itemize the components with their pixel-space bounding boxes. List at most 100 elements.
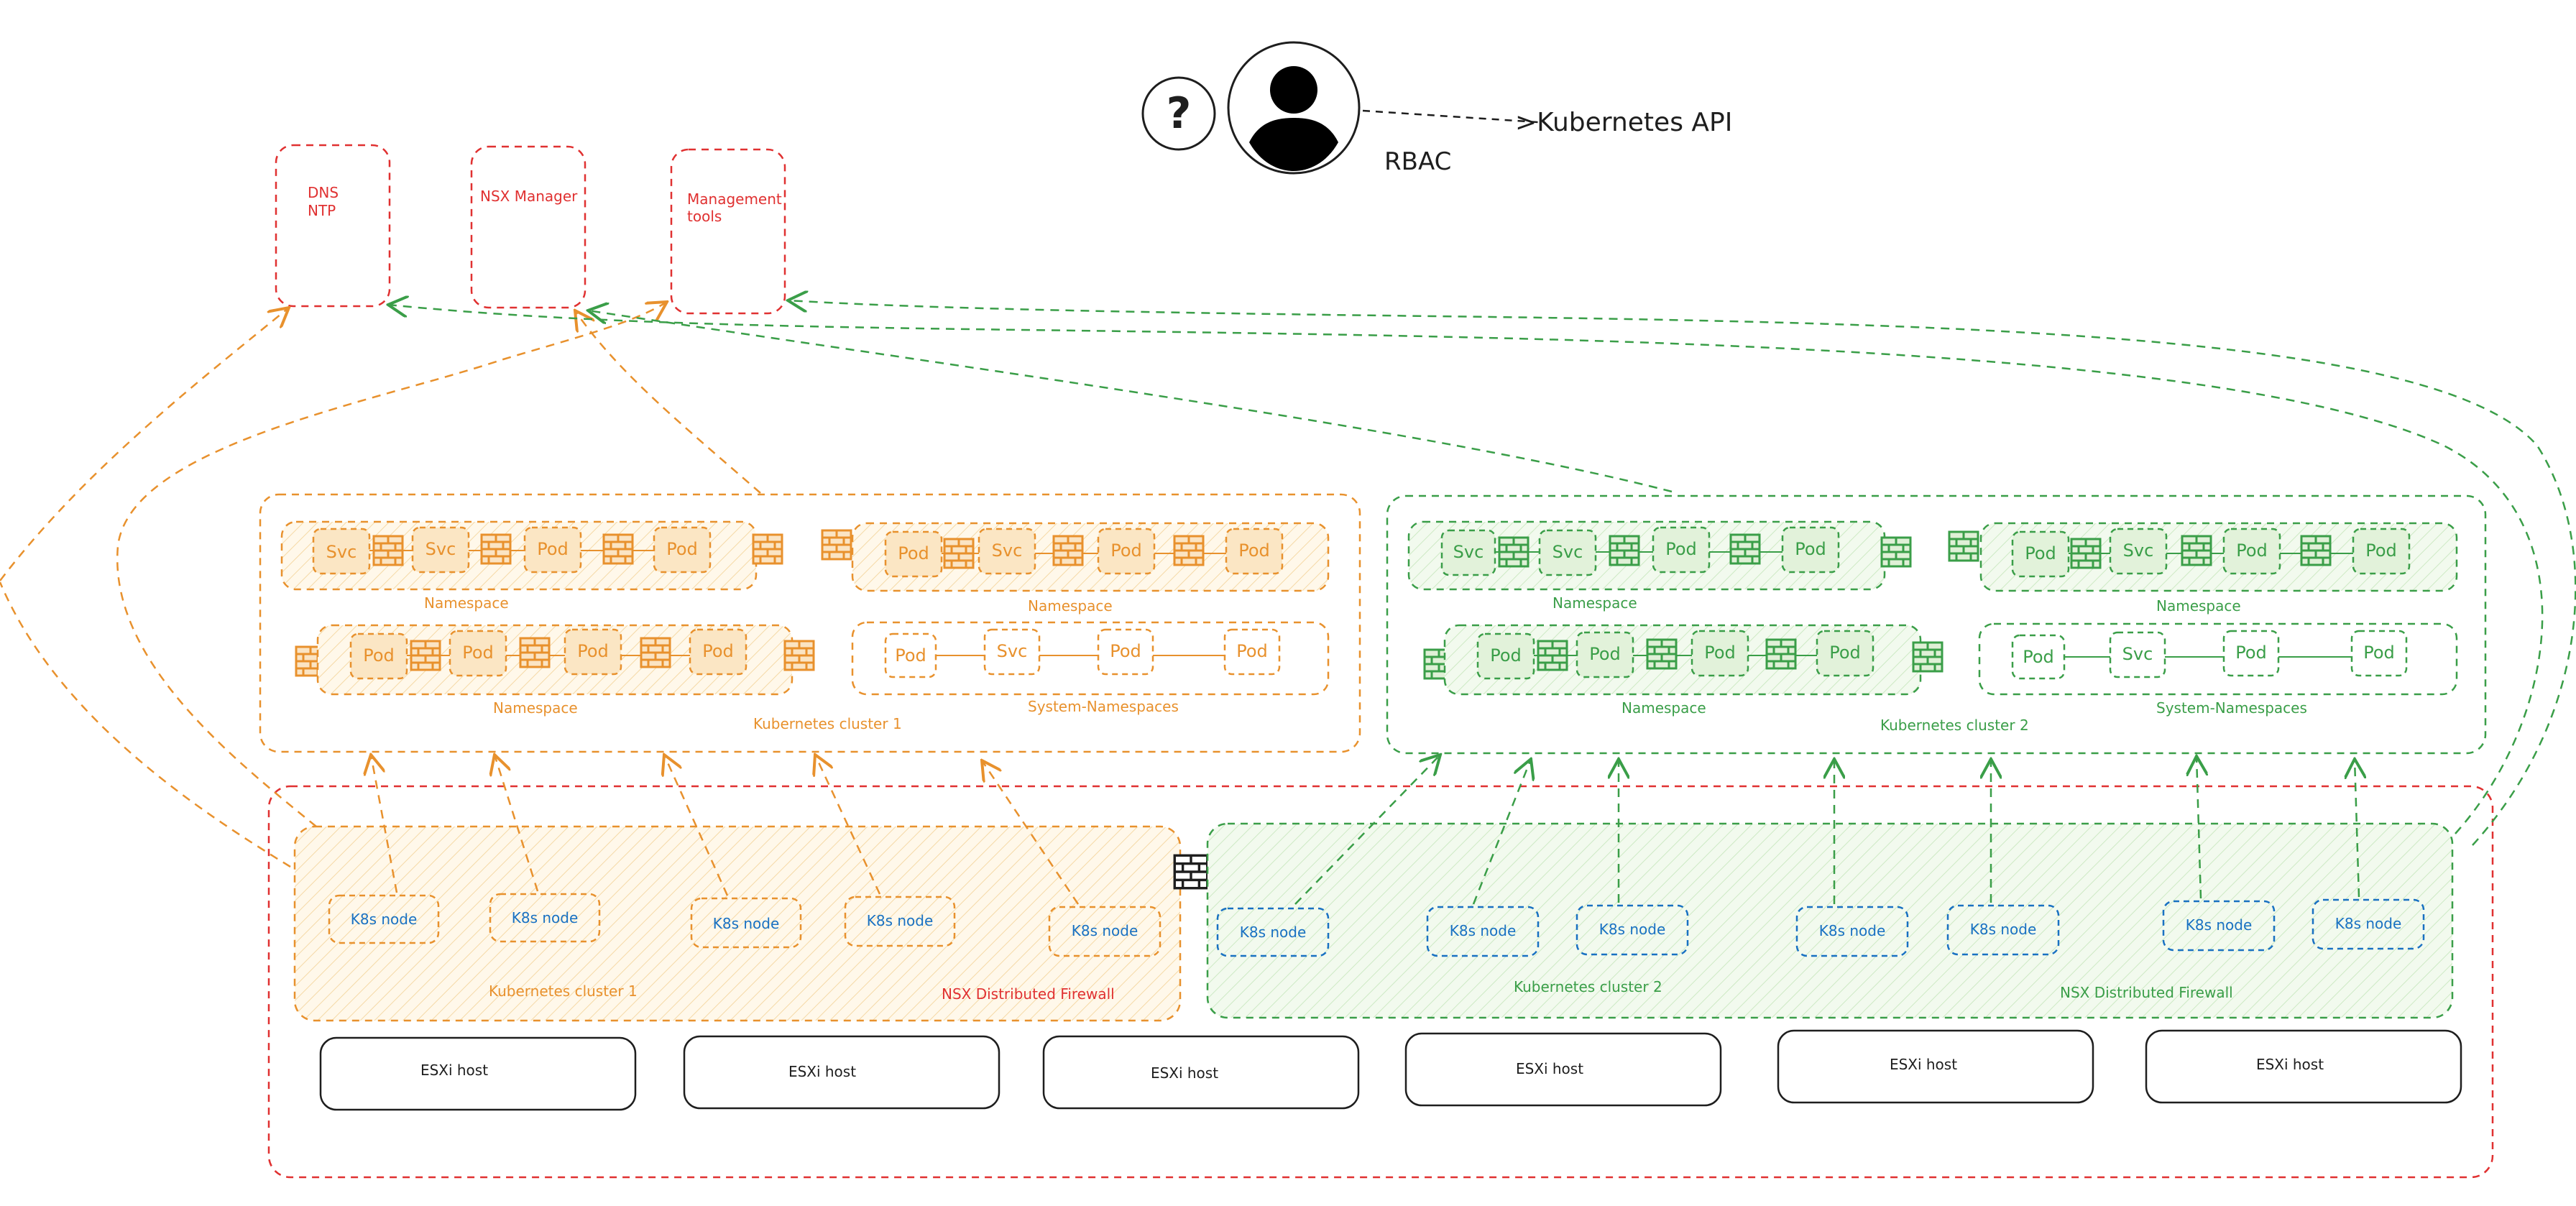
- c2-ns1-svc-2: [1538, 529, 1597, 576]
- c1-ns3-pod-1-label: Pod: [363, 645, 395, 666]
- c1-node-5-label: K8s node: [1072, 922, 1138, 939]
- c1-sys-svc-1-label: Svc: [997, 641, 1028, 661]
- c1-node-3: [690, 897, 802, 949]
- c1-ns3-pod-4: [689, 628, 748, 676]
- unknown-user-circle: [1141, 76, 1216, 151]
- kubernetes-api-label: >Kubernetes API: [1515, 108, 1732, 137]
- c1-node-1-label: K8s node: [351, 911, 418, 928]
- dns-label: DNS: [308, 184, 339, 201]
- c1-ns2-firewall-icon-3: [1173, 535, 1205, 566]
- c1-namespace-3-label: Namespace: [493, 699, 578, 717]
- c2-ns3-pod-2: [1576, 631, 1634, 678]
- c1-sys-pod-3: [1223, 628, 1281, 676]
- zone-2-firewall-label: NSX Distributed Firewall: [2060, 984, 2233, 1001]
- c2-sys-items: Pod Svc Pod Pod: [2011, 630, 2408, 680]
- c1-sys-items: Pod Svc Pod Pod: [884, 628, 1281, 678]
- zone-2-cluster-label: Kubernetes cluster 2: [1514, 978, 1662, 995]
- c2-system-namespaces-label: System-Namespaces: [2156, 699, 2307, 717]
- c1-sys-pod-3-label: Pod: [1236, 641, 1268, 661]
- c2-node-2: [1426, 906, 1540, 957]
- c1-ns1-pod-1-label: Pod: [537, 539, 569, 559]
- c1-ns2-pod-2: [1097, 528, 1156, 575]
- c1-ns3-pod-1: [349, 632, 408, 680]
- c2-ns1-pod-1-label: Pod: [1665, 539, 1697, 559]
- c2-sys-pod-2: [2222, 630, 2280, 677]
- c2-sys-svc-1: [2109, 631, 2166, 678]
- c2-node-6: [2162, 900, 2276, 952]
- api-dashed-connector: [1362, 109, 1539, 124]
- c2-ns1-edge-firewall-icon: [1880, 536, 1912, 568]
- c2-sys-pod-2-label: Pod: [2235, 643, 2267, 663]
- c2-sys-svc-1-label: Svc: [2122, 644, 2153, 664]
- c1-namespace-1-label: Namespace: [424, 594, 509, 612]
- esxi-host-3-label: ESXi host: [1151, 1064, 1218, 1082]
- infrastructure-frame: [267, 785, 2494, 1179]
- kubernetes-cluster-2: Kubernetes cluster 2 Namespace Svc Svc P…: [1386, 494, 2487, 755]
- c1-node-2-label: K8s node: [512, 909, 579, 926]
- c1-system-namespaces-label: System-Namespaces: [1028, 698, 1179, 715]
- c1-ns2-svc-1: [978, 528, 1036, 575]
- c1-ns2-pod-3-label: Pod: [1238, 540, 1270, 561]
- esxi-host-6-label: ESXi host: [2256, 1056, 2324, 1073]
- c2-ns1-firewall-icon-1: [1498, 536, 1530, 568]
- c2-ns1-svc-1-label: Svc: [1453, 542, 1484, 562]
- c1-ns2-firewall-icon-2: [1052, 535, 1084, 566]
- c2-ns1-pod-2: [1781, 526, 1840, 574]
- c1-ns2-items: Pod Svc Pod Pod: [884, 528, 1284, 578]
- c1-node-3-label: K8s node: [713, 915, 780, 932]
- esxi-host-2: [683, 1035, 1000, 1110]
- c1-ns2-svc-1-label: Svc: [992, 540, 1023, 561]
- zone-cluster-2: [1206, 822, 2454, 1019]
- c1-ns3-firewall-icon-3: [640, 637, 671, 668]
- c1-ns1-svc-1: [312, 528, 371, 575]
- c1-ns2-firewall-icon-1: [943, 538, 975, 569]
- ntp-label: NTP: [308, 202, 336, 219]
- nsx-firewall-icon: [1173, 854, 1209, 890]
- c2-ns3-pod-1: [1476, 632, 1535, 680]
- c2-ns1-svc-1: [1440, 529, 1496, 576]
- zone-1-firewall-label: NSX Distributed Firewall: [942, 985, 1115, 1003]
- c2-node-3-label: K8s node: [1599, 921, 1666, 938]
- cluster-2-title: Kubernetes cluster 2: [1880, 717, 2029, 734]
- c2-ns2-pod-1: [2011, 530, 2070, 578]
- c2-ns1-pod-2-label: Pod: [1795, 539, 1826, 559]
- kubernetes-cluster-1: Kubernetes cluster 1 Namespace Svc Svc P…: [259, 493, 1361, 753]
- dns-ntp-box: [275, 144, 391, 308]
- c1-ns1-pod-1: [523, 526, 582, 574]
- c1-ns2-pod-3: [1225, 528, 1284, 575]
- c1-ns1-svc-2: [411, 526, 470, 574]
- c2-ns2-pod-3-label: Pod: [2365, 540, 2397, 561]
- c2-ns3-pod-2-label: Pod: [1589, 644, 1621, 664]
- c2-node-7-to-cluster-arrow: [2355, 759, 2359, 898]
- c1-ns2-pod-2-label: Pod: [1110, 540, 1142, 561]
- c1-ns3-edge-firewall-icon-right: [783, 640, 815, 671]
- c2-ns2-firewall-icon-1: [2070, 538, 2102, 569]
- zone-1-cluster-label: Kubernetes cluster 1: [489, 982, 638, 1000]
- vsphere-infrastructure: Kubernetes cluster 1 NSX Distributed Fir…: [267, 785, 2494, 1179]
- user-avatar-icon: [1227, 41, 1361, 175]
- c2-node-4-label: K8s node: [1819, 922, 1886, 939]
- c1-node-2: [489, 893, 601, 943]
- external-services: DNS NTP NSX Manager Management tools: [275, 144, 786, 315]
- c2-namespace-2-label: Namespace: [2156, 597, 2241, 614]
- c2-ns2-svc-1: [2109, 528, 2168, 575]
- nsx-manager-label: NSX Manager: [480, 188, 578, 205]
- esxi-host-1-label: ESXi host: [420, 1062, 488, 1079]
- c1-sys-pod-2-label: Pod: [1110, 641, 1141, 661]
- c1-ns1-svc-2-label: Svc: [426, 539, 456, 559]
- c2-ns2-edge-firewall-icon: [1948, 530, 1979, 562]
- c2-namespace-1-label: Namespace: [1552, 594, 1637, 612]
- c2-sys-pod-1-label: Pod: [2023, 647, 2054, 667]
- c2-ns3-pod-4: [1816, 630, 1874, 677]
- c1-ns3-pod-3: [564, 628, 622, 676]
- c1-ns1-svc-1-label: Svc: [326, 542, 357, 562]
- cluster-1-title: Kubernetes cluster 1: [753, 715, 902, 732]
- c1-node-1-to-cluster-arrow: [371, 755, 398, 893]
- c2-node-5: [1946, 904, 2060, 956]
- c2-node-5-label: K8s node: [1970, 921, 2037, 938]
- c1-ns2-pod-1-label: Pod: [898, 543, 929, 563]
- cluster-2-frame: [1386, 494, 2487, 755]
- c1-ns1-pod-2: [653, 526, 712, 574]
- c2-node-2-to-cluster-arrow: [1472, 759, 1531, 905]
